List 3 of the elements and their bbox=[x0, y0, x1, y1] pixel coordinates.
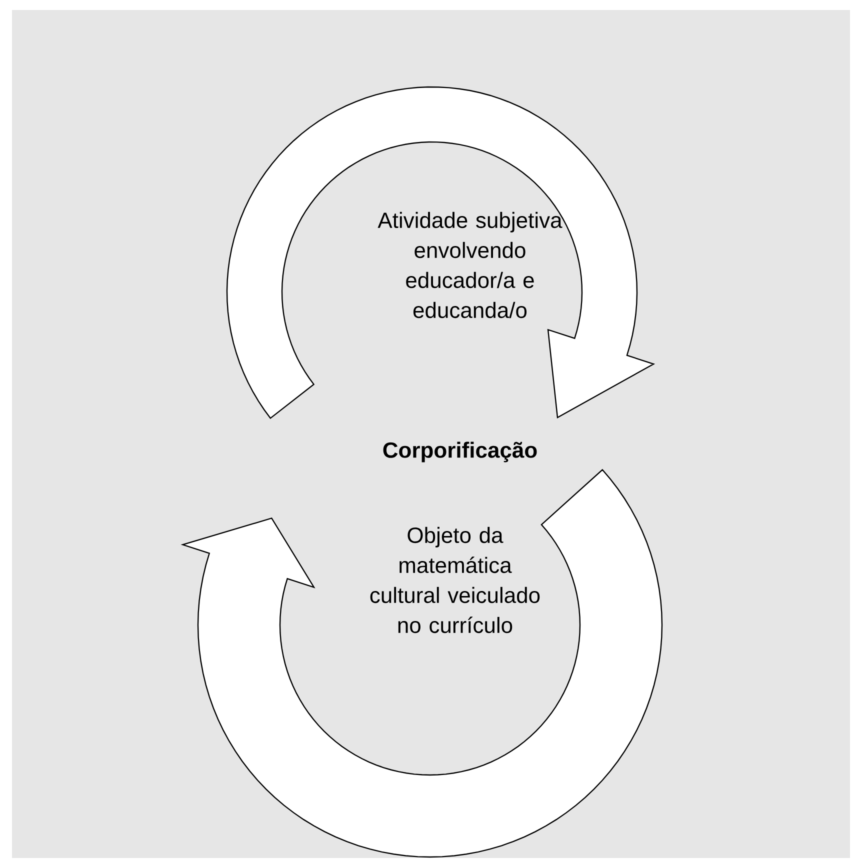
caption-text: Atividade subjetiva envolvendo educador/a e educanda/o bbox=[378, 212, 562, 318]
caption-text: Corporificação bbox=[383, 442, 537, 462]
caption-text: Objeto da matemática cultural veiculado no currículo bbox=[370, 526, 540, 634]
